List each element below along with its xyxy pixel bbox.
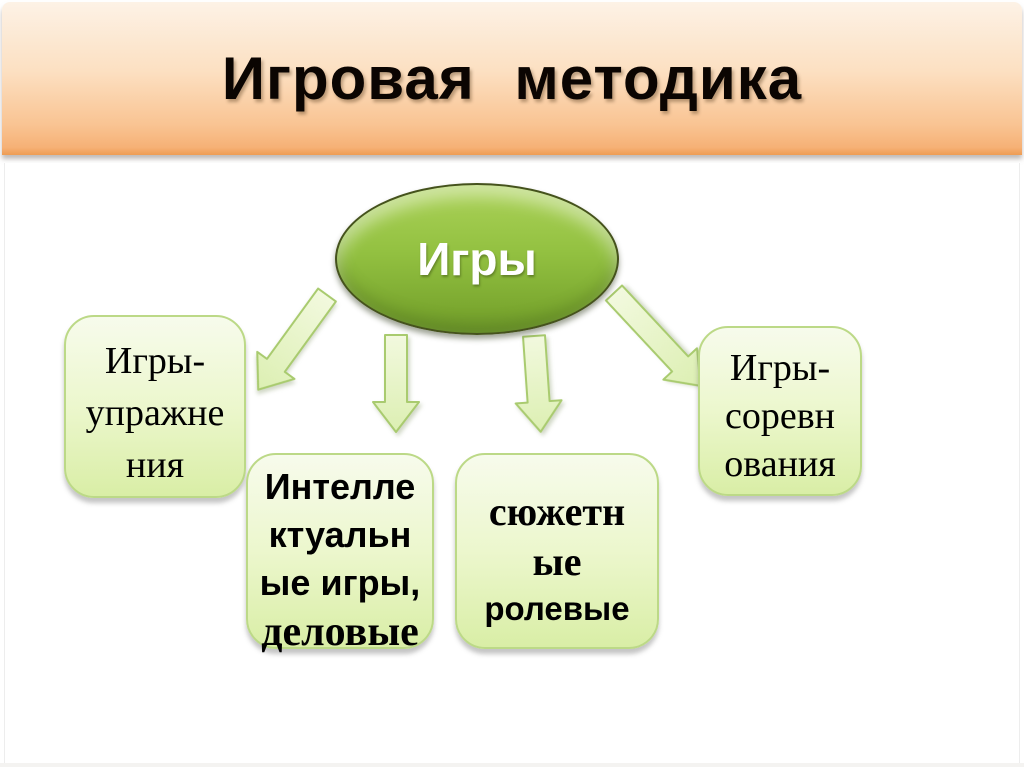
node-line: ктуальн: [268, 514, 412, 555]
node-games-root-label: Игры: [417, 233, 537, 285]
node-line: ролевые: [484, 590, 630, 627]
slide-title: Игровая методика: [221, 45, 803, 112]
node-competition-games: Игры- соревн ования: [698, 326, 862, 496]
node-plot-role-games: сюжетн ые ролевые: [455, 453, 659, 649]
node-line: ния: [125, 444, 185, 486]
node-line: ые игры,: [259, 562, 421, 603]
node-line: Интелле: [264, 466, 416, 507]
node-line: Игры-: [104, 340, 206, 382]
node-line: ые: [532, 539, 582, 584]
arrow-to-games-exercises: [256, 287, 337, 391]
arrow-to-plot-role-games: [514, 334, 563, 433]
node-line: Игры-: [729, 347, 831, 389]
node-line: ования: [724, 443, 836, 485]
node-games-exercises: Игры- упражне ния: [64, 315, 246, 498]
node-line: деловые: [261, 609, 419, 655]
node-line: соревн: [724, 395, 835, 437]
slide-bottom-edge: [0, 763, 1024, 767]
node-intellectual-business-games: Интелле ктуальн ые игры, деловые: [246, 453, 434, 655]
node-line: упражне: [85, 392, 225, 434]
node-line: сюжетн: [488, 489, 626, 534]
node-games-root: Игры: [335, 183, 619, 335]
arrow-to-intellectual-business-games: [372, 334, 420, 433]
header-banner: Игровая методика: [2, 2, 1022, 155]
